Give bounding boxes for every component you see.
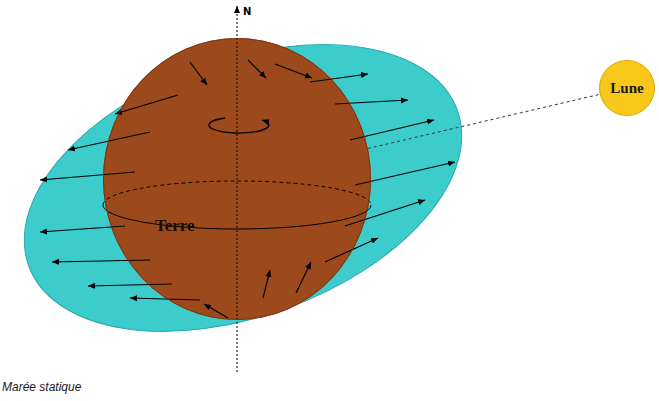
moon-node: Lune — [599, 60, 655, 116]
node-label: Lune — [610, 80, 643, 97]
earth-node: Terre — [103, 38, 371, 320]
axis-label: N — [243, 6, 251, 17]
equator-front — [103, 205, 371, 229]
earth-rim — [104, 39, 371, 320]
rotation-axis — [237, 6, 238, 372]
tide-force-arrows — [40, 60, 455, 318]
figure-caption: Marée statique — [2, 380, 81, 394]
node-label: Terre — [155, 216, 195, 236]
equator-back — [103, 181, 371, 205]
moon-disc — [600, 61, 655, 116]
rotation-arrow — [209, 118, 269, 133]
earth-moon-line — [368, 94, 600, 148]
ocean-bulge — [0, 0, 501, 386]
earth-outline — [103, 38, 371, 320]
